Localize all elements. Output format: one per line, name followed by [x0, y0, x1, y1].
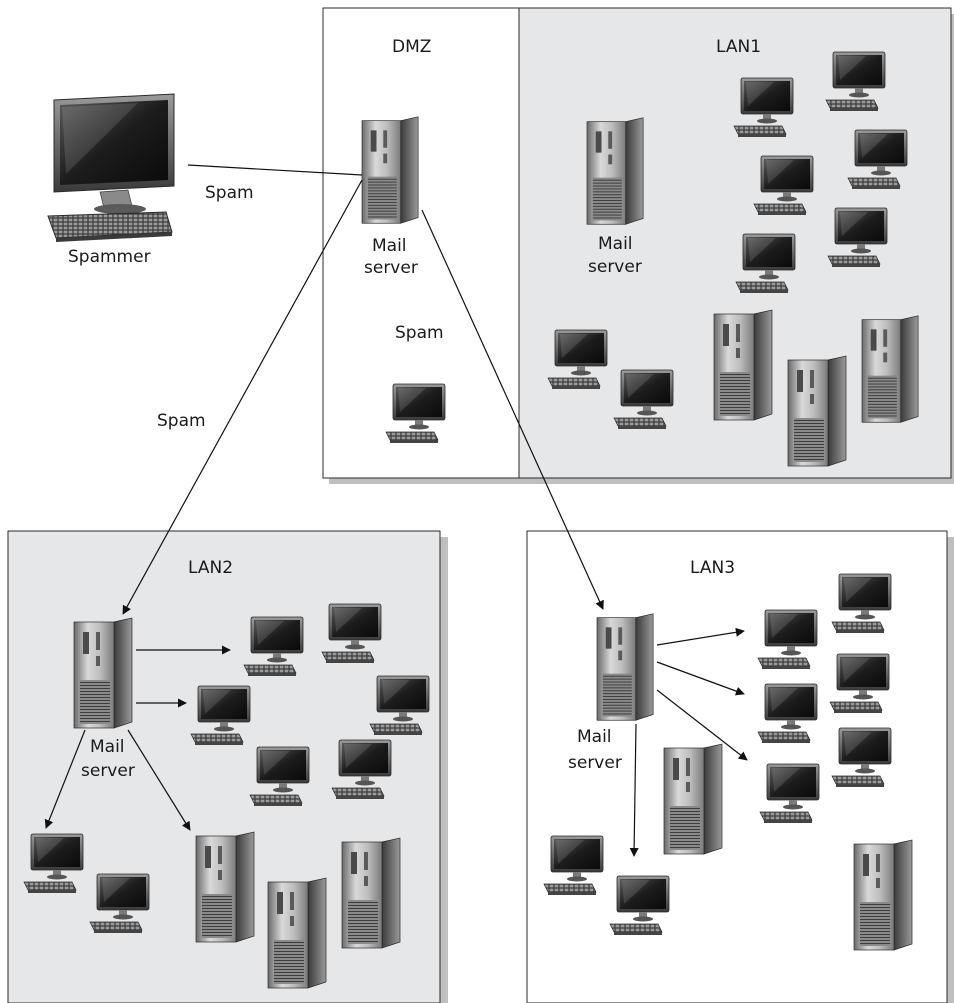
dmz-mail-server-label-line1: Mail: [372, 236, 407, 256]
dmz-mail-server-icon: [361, 116, 419, 224]
lan3-title: LAN3: [690, 558, 735, 578]
spammer-desktop-icon: [47, 93, 175, 243]
lan2-arrow: [127, 729, 191, 831]
lan3-arrow: [656, 661, 745, 696]
lan1-tower-icon: [787, 355, 847, 467]
dmz-title: DMZ: [392, 37, 431, 57]
lan3-tower-icon: [853, 839, 913, 951]
lan3-mail-server-label-line2: server: [568, 753, 622, 773]
spammer-to-dmz-link: [187, 164, 363, 176]
lan2-tower-icon: [267, 877, 327, 989]
lan3-arrow: [656, 689, 748, 761]
lan1-mail-server-label-line1: Mail: [598, 234, 633, 254]
lan2-mail-server-label-line2: server: [81, 761, 135, 781]
lan3-arrow: [656, 627, 745, 646]
lan1-mail-server-label-line2: server: [588, 257, 642, 277]
connections: [44, 164, 748, 857]
lan3-arrow: [629, 723, 639, 857]
lan2-mail-server-icon: [73, 617, 133, 729]
dmz-to-lan3-arrow: [421, 209, 604, 610]
lan2-tower-icon: [341, 837, 401, 949]
spammer-to-dmz-spam-label: Spam: [205, 183, 254, 203]
lan2-tower-icon: [195, 831, 255, 943]
lan3-mail-server-icon: [596, 613, 654, 721]
lan3-tower-icon: [663, 743, 723, 855]
lan3-mail-server-label-line1: Mail: [577, 727, 612, 747]
lan2-mail-server-label-line1: Mail: [90, 737, 125, 757]
lan1-mail-server-icon: [586, 117, 644, 225]
dmz-to-lan2-arrow: [122, 179, 363, 615]
spammer-label: Spammer: [68, 247, 151, 267]
dmz-zone: [322, 7, 529, 484]
lan1-tower-icon: [713, 309, 773, 421]
dmz-to-lan2-spam-label: Spam: [157, 411, 206, 431]
dmz-spam-label: Spam: [395, 323, 444, 343]
lan2-arrow: [44, 729, 86, 829]
lan1-title: LAN1: [716, 37, 761, 57]
lan2-title: LAN2: [188, 558, 233, 578]
dmz-mail-server-label-line2: server: [364, 258, 418, 278]
lan1-tower-icon: [861, 315, 919, 423]
